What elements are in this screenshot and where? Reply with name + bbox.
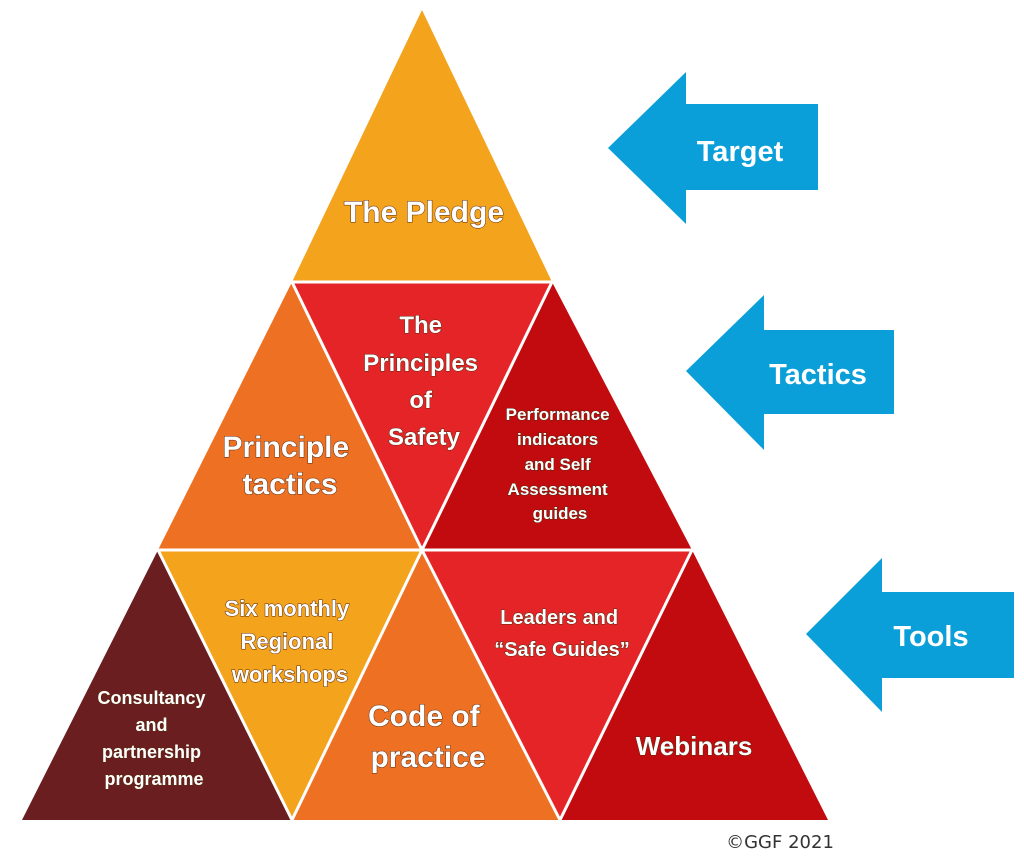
- triangle-principle-tactics: [158, 282, 422, 550]
- triangle-the-pledge: [292, 10, 552, 282]
- arrow-tactics: Tactics: [686, 295, 894, 450]
- label-the-pledge: The Pledge: [344, 196, 504, 229]
- label-consultancy: Consultancy and partnership programme: [97, 688, 210, 789]
- arrow-tools: Tools: [806, 558, 1014, 712]
- copyright-text: ©GGF 2021: [726, 832, 834, 853]
- triangle-dividers: [156, 280, 694, 821]
- left-arrow-icon: [686, 295, 894, 450]
- left-arrow-icon: [806, 558, 1014, 712]
- label-leaders-safe-guides: Leaders and “Safe Guides”: [494, 607, 630, 661]
- triangle-consultancy: [22, 550, 292, 820]
- label-webinars: Webinars: [636, 731, 753, 761]
- triangle-leaders-safe-guides: [422, 550, 692, 820]
- label-principles-of-safety: The Principles of Safety: [363, 312, 484, 451]
- label-code-of-practice: Code of practice: [368, 700, 488, 774]
- label-performance-indicators: Performance indicators and Self Assessme…: [506, 405, 615, 523]
- arrow-tactics-label: Tactics: [769, 359, 867, 391]
- label-six-monthly-workshops: Six monthly Regional workshops: [225, 596, 356, 687]
- left-arrow-icon: [608, 72, 818, 224]
- arrow-tools-label: Tools: [893, 621, 968, 653]
- triangle-performance-indicators: [422, 282, 692, 550]
- arrow-target: Target: [608, 72, 818, 224]
- triangle-code-of-practice: [292, 550, 560, 820]
- arrow-target-label: Target: [697, 136, 784, 168]
- label-principle-tactics: Principle tactics: [222, 431, 357, 501]
- triangle-principles-of-safety: [292, 282, 552, 550]
- triangle-six-monthly-workshops: [158, 550, 422, 820]
- triangle-webinars: [560, 550, 828, 820]
